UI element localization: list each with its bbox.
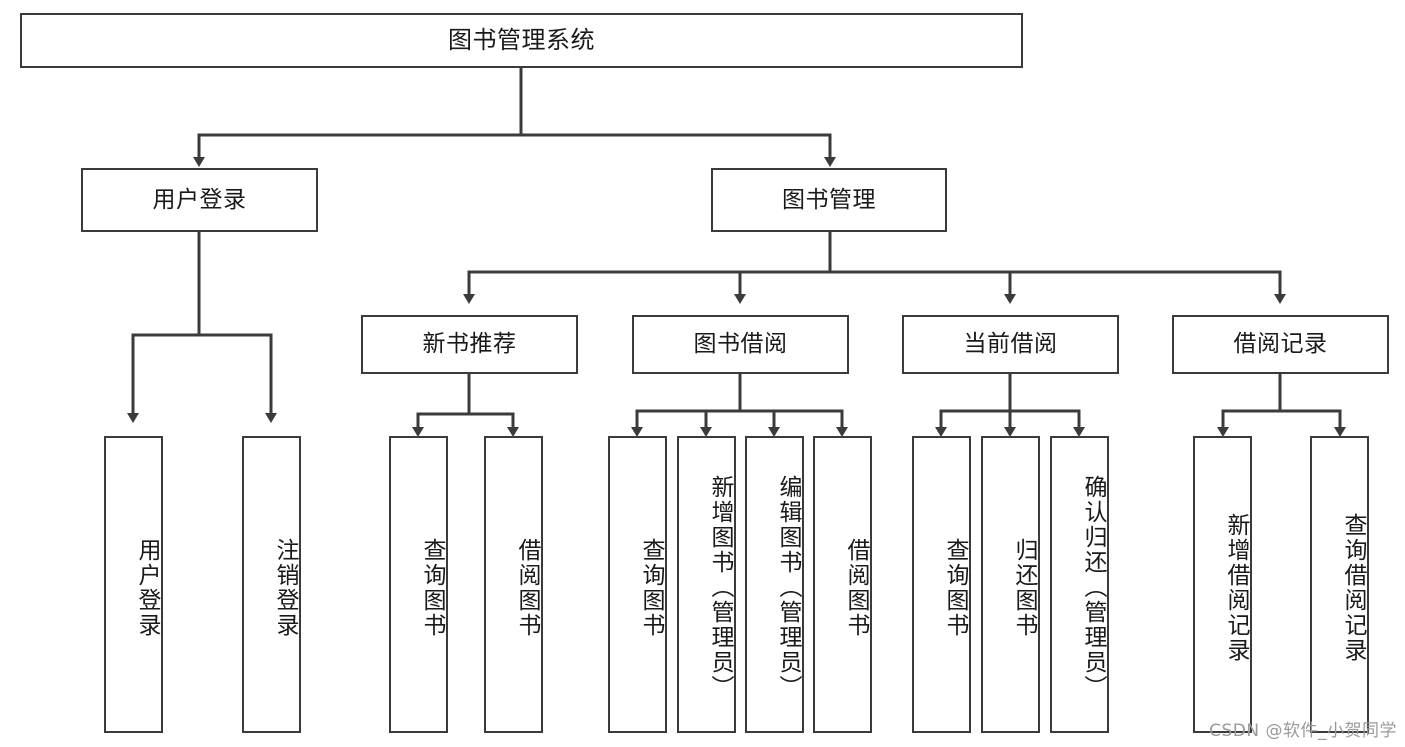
leaf-label: 新增借阅记录 bbox=[1223, 512, 1249, 663]
node-current-borrow[interactable]: 当前借阅 bbox=[902, 315, 1119, 374]
node-root-book-management-system[interactable]: 图书管理系统 bbox=[20, 13, 1023, 68]
leaf-label: 编辑图书（管理员） bbox=[775, 475, 801, 700]
node-leaf-add-book-admin[interactable]: 新增图书（管理员） bbox=[677, 436, 736, 733]
leaf-label: 查询图书 bbox=[419, 537, 445, 638]
leaf-label: 借阅图书 bbox=[843, 537, 869, 638]
leaf-label: 注销登录 bbox=[272, 537, 298, 638]
leaf-label: 查询图书 bbox=[638, 537, 664, 638]
leaf-label: 查询图书 bbox=[942, 537, 968, 638]
node-leaf-borrow-book-recommend[interactable]: 借阅图书 bbox=[484, 436, 543, 733]
node-leaf-query-book-borrow[interactable]: 查询图书 bbox=[608, 436, 667, 733]
node-leaf-edit-book-admin[interactable]: 编辑图书（管理员） bbox=[745, 436, 804, 733]
leaf-label: 用户登录 bbox=[134, 537, 160, 638]
node-user-login[interactable]: 用户登录 bbox=[81, 168, 318, 232]
node-new-book-recommend[interactable]: 新书推荐 bbox=[361, 315, 578, 374]
node-leaf-add-borrow-record[interactable]: 新增借阅记录 bbox=[1193, 436, 1252, 733]
node-leaf-logout-login[interactable]: 注销登录 bbox=[242, 436, 301, 733]
node-book-management[interactable]: 图书管理 bbox=[711, 168, 947, 232]
node-leaf-query-book-current[interactable]: 查询图书 bbox=[912, 436, 971, 733]
leaf-label: 查询借阅记录 bbox=[1340, 512, 1366, 663]
node-borrow-record[interactable]: 借阅记录 bbox=[1172, 315, 1389, 374]
node-book-borrow[interactable]: 图书借阅 bbox=[632, 315, 849, 374]
leaf-label: 确认归还（管理员） bbox=[1080, 475, 1106, 700]
node-leaf-confirm-return-admin[interactable]: 确认归还（管理员） bbox=[1050, 436, 1109, 733]
node-leaf-return-book[interactable]: 归还图书 bbox=[981, 436, 1040, 733]
leaf-label: 归还图书 bbox=[1011, 537, 1037, 638]
node-leaf-user-login[interactable]: 用户登录 bbox=[104, 436, 163, 733]
leaf-label: 新增图书（管理员） bbox=[707, 475, 733, 700]
node-leaf-borrow-book[interactable]: 借阅图书 bbox=[813, 436, 872, 733]
node-leaf-query-borrow-record[interactable]: 查询借阅记录 bbox=[1310, 436, 1369, 733]
node-leaf-query-book-recommend[interactable]: 查询图书 bbox=[389, 436, 448, 733]
csdn-watermark: CSDN @软件_小贺同学 bbox=[1209, 721, 1397, 741]
leaf-label: 借阅图书 bbox=[514, 537, 540, 638]
